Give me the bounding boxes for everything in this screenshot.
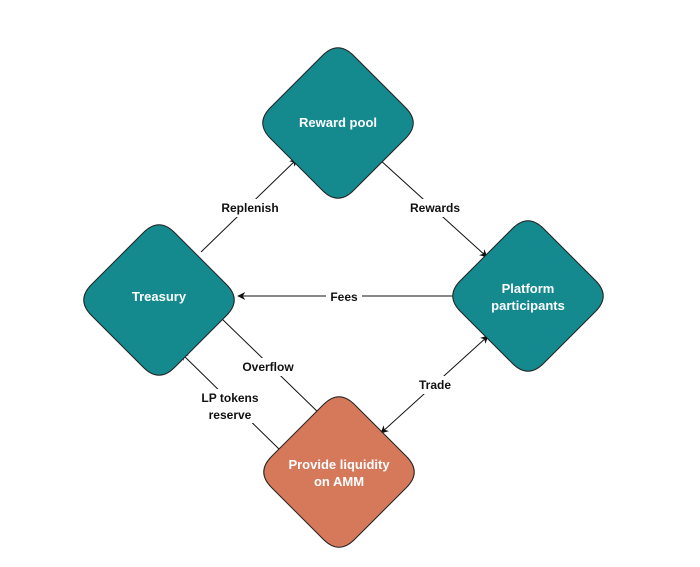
text-line: Fees <box>330 290 358 304</box>
treasury-diamond <box>83 224 235 376</box>
platform-label: Platform participants <box>491 281 565 313</box>
amm-diamond <box>263 396 415 548</box>
reward-pool-label: Reward pool <box>299 115 377 130</box>
node-reward-pool: Reward pool <box>262 47 414 199</box>
text-line: reserve <box>209 408 252 422</box>
node-provide-liquidity: Provide liquidity on AMM <box>263 396 415 548</box>
edge-labels: Replenish Rewards Fees Overflow Trade LP… <box>196 199 466 423</box>
node-treasury: Treasury <box>83 224 235 376</box>
label-rewards: Rewards <box>410 201 460 215</box>
text-line: Rewards <box>410 201 460 215</box>
label-replenish: Replenish <box>221 201 278 215</box>
label-lp-tokens: LP tokens reserve <box>201 391 258 422</box>
node-platform-participants: Platform participants <box>452 220 604 372</box>
amm-label: Provide liquidity on AMM <box>288 457 390 489</box>
label-overflow: Overflow <box>242 360 294 374</box>
text-line: LP tokens <box>201 391 258 405</box>
treasury-label: Treasury <box>132 289 187 304</box>
text-line: participants <box>491 298 565 313</box>
label-trade: Trade <box>419 378 451 392</box>
text-line: Replenish <box>221 201 278 215</box>
text-line: on AMM <box>314 474 364 489</box>
reward-pool-diamond <box>262 47 414 199</box>
text-line: Trade <box>419 378 451 392</box>
text-line: Reward pool <box>299 115 377 130</box>
text-line: Treasury <box>132 289 187 304</box>
platform-diamond <box>452 220 604 372</box>
text-line: Platform <box>502 281 555 296</box>
text-line: Overflow <box>242 360 294 374</box>
text-line: Provide liquidity <box>288 457 390 472</box>
label-fees: Fees <box>330 290 358 304</box>
